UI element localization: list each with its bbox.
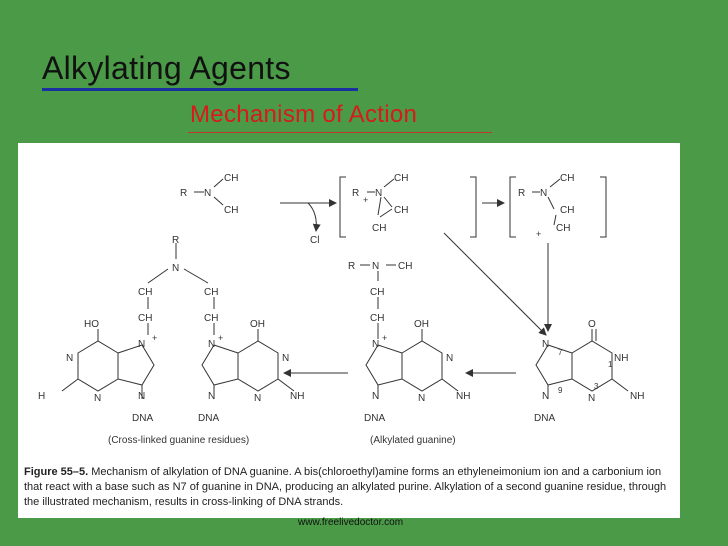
label-ch2: CH (138, 287, 152, 298)
label-ch2: CH (556, 223, 570, 234)
label-n: N (254, 393, 261, 404)
label-n9: 9 (558, 386, 563, 395)
figure-caption: Figure 55–5. Mechanism of alkylation of … (24, 465, 674, 510)
label-nh: NH (614, 353, 628, 364)
label-n: N (138, 339, 145, 350)
label-ch2: CH (394, 205, 408, 216)
label-plus: + (382, 333, 387, 343)
label-n: N (372, 261, 379, 272)
label-r: R (180, 188, 187, 199)
label-n: N (418, 393, 425, 404)
label-n: N (588, 393, 595, 404)
label-ch2cl: CH (394, 173, 408, 184)
slide-subtitle: Mechanism of Action (190, 101, 418, 128)
label-ch2cl: CH (560, 173, 574, 184)
label-ch2: CH (204, 287, 218, 298)
label-n1: 1 (608, 360, 613, 369)
label-r: R (352, 188, 359, 199)
label-r: R (172, 235, 179, 246)
caption-label: Figure 55–5. (24, 466, 89, 478)
label-n: N (375, 188, 382, 199)
label-ch2: CH (370, 287, 384, 298)
label-n: N (204, 188, 211, 199)
label-ho: HO (84, 319, 99, 330)
label-o: O (588, 319, 596, 330)
label-plus: + (152, 333, 157, 343)
label-n: N (138, 391, 145, 402)
label-dna: DNA (132, 413, 153, 424)
label-n7: 7 (558, 348, 563, 357)
label-ch2cl: CH (224, 173, 238, 184)
label-n: N (172, 263, 179, 274)
label-n: N (542, 391, 549, 402)
label-ch2cl: CH (398, 261, 412, 272)
label-n: N (446, 353, 453, 364)
label-n: N (372, 339, 379, 350)
label-ch2: CH (138, 313, 152, 324)
label-n: N (542, 339, 549, 350)
label-ch2cl: CH (224, 205, 238, 216)
label-ch2: CH (560, 205, 574, 216)
label-cl-minus: Cl (310, 235, 319, 246)
label-ch2: CH (372, 223, 386, 234)
label-plus: + (218, 333, 223, 343)
label-dna: DNA (534, 413, 555, 424)
subtitle-underline (188, 132, 492, 133)
label-n: N (66, 353, 73, 364)
label-oh: OH (250, 319, 265, 330)
label-nh2: NH (456, 391, 470, 402)
label-dna: DNA (364, 413, 385, 424)
mechanism-diagram: R N CH CH Cl R N CH CH CH + R N CH CH CH… (38, 173, 644, 446)
label-n3: 3 (594, 382, 599, 391)
label-ch2: CH (370, 313, 384, 324)
label-n: N (372, 391, 379, 402)
label-n: N (540, 188, 547, 199)
footer-url: www.freelivedoctor.com (298, 517, 404, 528)
label-nh2: NH (630, 391, 644, 402)
caption-text: Mechanism of alkylation of DNA guanine. … (24, 466, 667, 508)
title-underline (42, 88, 358, 91)
label-n: N (208, 391, 215, 402)
label-n: N (94, 393, 101, 404)
label-dna: DNA (198, 413, 219, 424)
label-plus: + (363, 195, 368, 205)
slide-title: Alkylating Agents (42, 50, 291, 86)
label-plus: + (536, 229, 541, 239)
label-n: N (282, 353, 289, 364)
mechanism-figure: R N CH CH Cl R N CH CH CH + R N CH CH CH… (18, 143, 680, 518)
label-r: R (518, 188, 525, 199)
label-ch2: CH (204, 313, 218, 324)
label-n: N (208, 339, 215, 350)
label-nh2: NH (290, 391, 304, 402)
label-r: R (348, 261, 355, 272)
label-h2n: H (38, 391, 45, 402)
label-alkylated: (Alkylated guanine) (370, 435, 456, 446)
label-oh: OH (414, 319, 429, 330)
label-crosslinked: (Cross-linked guanine residues) (108, 435, 249, 446)
